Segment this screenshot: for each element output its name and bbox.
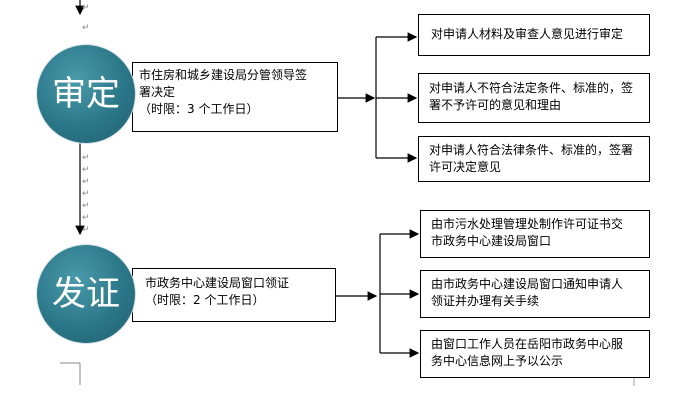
issue-outcome-2-line-1: 由市政务中心建设局窗口通知申请人 [431,277,624,291]
issue-outcome-1-line-1: 由市污水处理管理处制作许可证书交 [431,217,624,231]
review-outcome-1: 对申请人材料及审查人意见进行审定 [418,14,650,56]
review-circle: 审定 [37,45,135,143]
review-main-line-2: 署决定 [139,85,176,99]
issue-outcome-3-line-1: 由窗口工作人员在岳阳市政务中心服 [431,337,624,351]
issue-main-box: 市政务中心建设局窗口领证 （时限：2 个工作日） [132,268,336,322]
review-outcome-2: 对申请人不符合法定条件、标准的，签 署不予许可的意见和理由 [418,73,650,123]
review-main-line-3: （时限：3 个工作日） [139,102,259,116]
review-outcome-1-line-1: 对申请人材料及审查人意见进行审定 [431,27,624,41]
issue-outcome-1: 由市污水处理管理处制作许可证书交 市政务中心建设局窗口 [420,210,650,258]
issue-outcome-2-line-2: 领证并办理有关手续 [431,294,540,308]
issue-outcome-3-line-2: 务中心信息网上予以公示 [431,354,564,368]
review-main-box: 市住房和城乡建设局分管领导签 署决定 （时限：3 个工作日） [132,62,338,132]
review-main-line-1: 市住房和城乡建设局分管领导签 [139,68,308,82]
issue-outcome-3: 由窗口工作人员在岳阳市政务中心服 务中心信息网上予以公示 [420,330,650,378]
issue-main-line-1: 市政务中心建设局窗口领证 [145,276,290,290]
review-outcome-2-line-1: 对申请人不符合法定条件、标准的，签 [429,81,634,95]
review-outcome-3-line-1: 对申请人符合法律条件、标准的，签署 [429,143,634,157]
review-outcome-2-line-2: 署不予许可的意见和理由 [429,98,562,112]
review-outcome-3-line-2: 许可决定意见 [429,160,502,174]
issue-outcome-2: 由市政务中心建设局窗口通知申请人 领证并办理有关手续 [420,270,650,318]
issue-main-line-2: （时限：2 个工作日） [145,293,265,307]
review-outcome-3: 对申请人符合法律条件、标准的，签署 许可决定意见 [418,136,650,182]
issue-circle: 发证 [37,245,135,343]
issue-outcome-1-line-2: 市政务中心建设局窗口 [431,234,552,248]
